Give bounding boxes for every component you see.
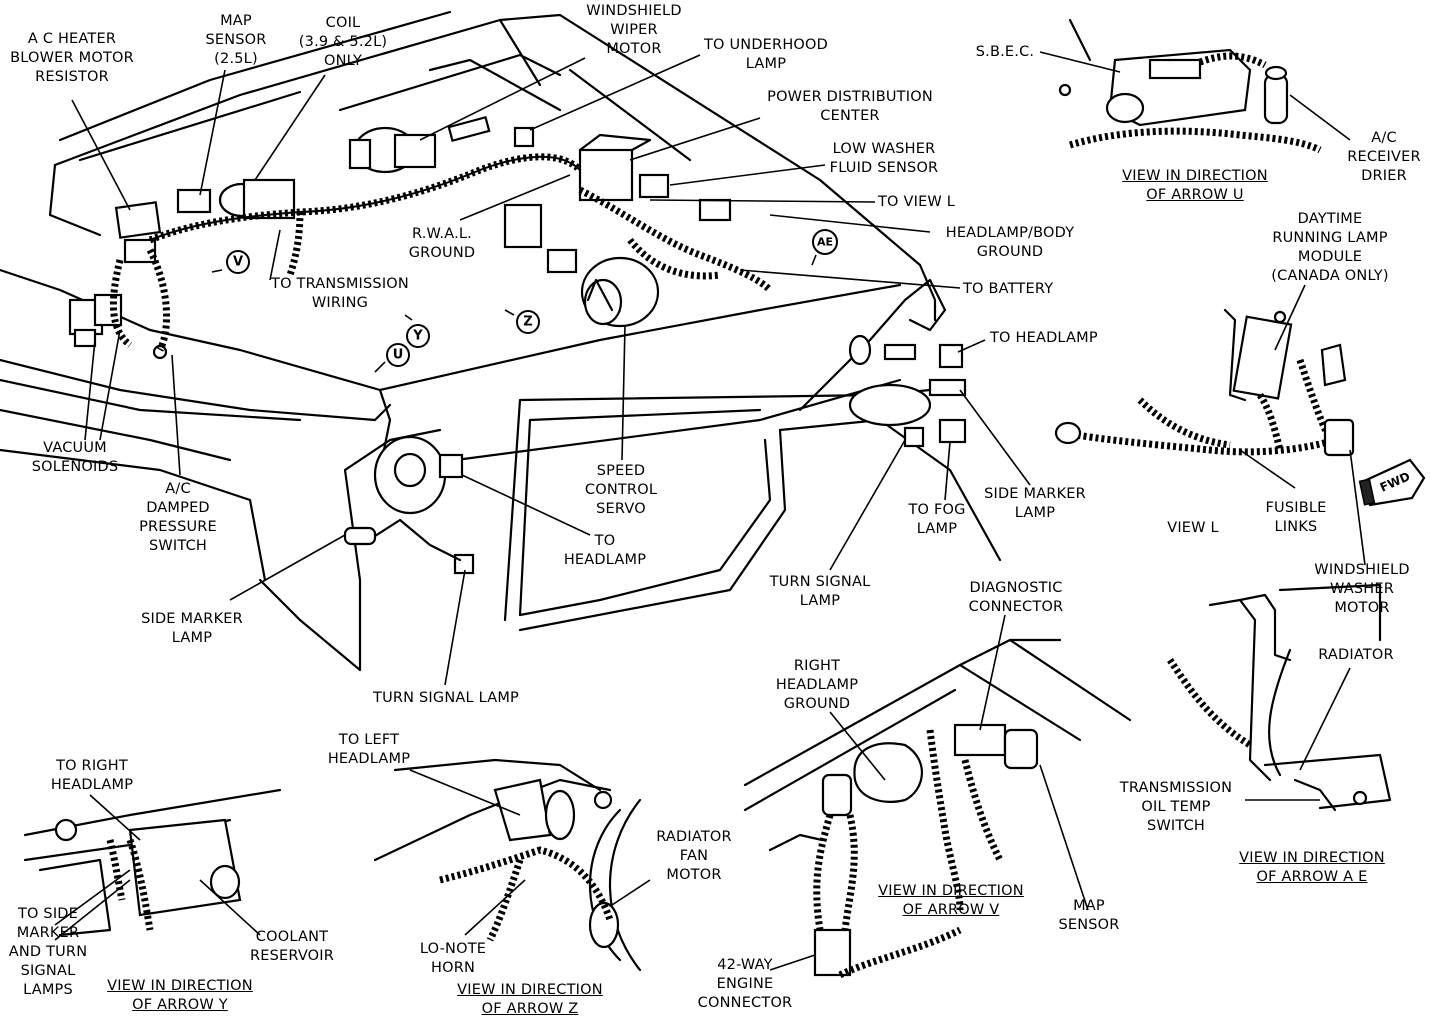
- label-map-sensor-v: MAP SENSOR: [1058, 898, 1120, 933]
- view-direction-tags: V Y U Z AE: [211, 229, 838, 373]
- vehicle-body-outline: [0, 10, 1002, 672]
- label-daytime-running-lamp-module: DAYTIME RUNNING LAMP MODULE (CANADA ONLY…: [1271, 211, 1389, 284]
- view-tag-y: Y: [404, 314, 430, 348]
- label-transmission-oil-temp-switch: TRANSMISSION OIL TEMP SWITCH: [1119, 780, 1233, 834]
- label-to-transmission-wiring: TO TRANSMISSION WIRING: [271, 276, 409, 311]
- label-coolant-reservoir: COOLANT RESERVOIR: [249, 929, 335, 964]
- view-tag-u: U: [374, 343, 410, 373]
- label-to-headlamp-right: TO HEADLAMP: [990, 330, 1098, 346]
- label-to-view-l: TO VIEW L: [878, 194, 956, 210]
- svg-text:AE: AE: [817, 236, 833, 249]
- label-view-arrow-y: VIEW IN DIRECTION OF ARROW Y: [107, 978, 253, 1013]
- view-tag-z: Z: [504, 309, 540, 334]
- inset-view-u: [1039, 18, 1351, 154]
- inset-view-z: [373, 758, 651, 972]
- svg-text:Y: Y: [412, 329, 423, 344]
- label-view-l: VIEW L: [1167, 520, 1219, 536]
- label-to-underhood-lamp: TO UNDERHOOD LAMP: [703, 37, 829, 72]
- label-rwal-ground: R.W.A.L. GROUND: [408, 226, 476, 261]
- label-low-washer-fluid-sensor: LOW WASHER FLUID SENSOR: [829, 141, 939, 176]
- label-windshield-wiper-motor: WINDSHIELD WIPER MOTOR: [586, 3, 682, 57]
- label-ac-receiver-drier: A/C RECEIVER DRIER: [1347, 130, 1421, 184]
- label-diagnostic-connector: DIAGNOSTIC CONNECTOR: [968, 580, 1064, 615]
- view-tag-v: V: [211, 250, 250, 274]
- svg-text:Z: Z: [523, 315, 532, 330]
- inset-view-l: [1054, 284, 1426, 566]
- label-view-arrow-z: VIEW IN DIRECTION OF ARROW Z: [457, 982, 603, 1017]
- svg-text:U: U: [393, 348, 404, 363]
- label-to-left-headlamp: TO LEFT HEADLAMP: [327, 732, 411, 767]
- label-coil: COIL (3.9 & 5.2L) ONLY: [298, 15, 388, 69]
- fwd-badge: FWD: [1378, 469, 1412, 495]
- main-components: [68, 115, 967, 575]
- label-turn-signal-lamp-center: TURN SIGNAL LAMP: [373, 690, 519, 706]
- inset-view-y: [23, 788, 282, 941]
- label-map-sensor-2-5l: MAP SENSOR (2.5L): [205, 13, 267, 67]
- label-radiator-fan-motor: RADIATOR FAN MOTOR: [656, 829, 732, 883]
- label-right-headlamp-ground: RIGHT HEADLAMP GROUND: [775, 658, 859, 712]
- label-to-side-marker-turn-signal: TO SIDE MARKER AND TURN SIGNAL LAMPS: [8, 906, 88, 998]
- label-view-arrow-v: VIEW IN DIRECTION OF ARROW V: [878, 883, 1024, 918]
- label-vacuum-solenoids: VACUUM SOLENOIDS: [31, 440, 119, 475]
- label-42-way-engine-connector: 42-WAY ENGINE CONNECTOR: [697, 957, 793, 1011]
- label-ac-damped-pressure-switch: A/C DAMPED PRESSURE SWITCH: [139, 481, 217, 554]
- label-side-marker-lamp-right: SIDE MARKER LAMP: [984, 486, 1086, 521]
- svg-text:FWD: FWD: [1378, 469, 1412, 495]
- label-windshield-washer-motor: WINDSHIELD WASHER MOTOR: [1314, 562, 1410, 616]
- label-radiator: RADIATOR: [1318, 647, 1394, 663]
- svg-text:V: V: [233, 255, 243, 270]
- label-turn-signal-lamp-right: TURN SIGNAL LAMP: [769, 574, 871, 609]
- label-view-arrow-u: VIEW IN DIRECTION OF ARROW U: [1122, 168, 1268, 203]
- label-to-headlamp-center: TO HEADLAMP: [563, 533, 647, 568]
- label-to-right-headlamp: TO RIGHT HEADLAMP: [50, 758, 134, 793]
- label-to-battery: TO BATTERY: [963, 281, 1054, 297]
- label-ac-heater-resistor: A C HEATER BLOWER MOTOR RESISTOR: [10, 31, 134, 85]
- main-harness: [109, 153, 773, 352]
- label-view-arrow-ae: VIEW IN DIRECTION OF ARROW A E: [1239, 850, 1385, 885]
- label-side-marker-lamp-left: SIDE MARKER LAMP: [141, 611, 243, 646]
- label-sbec: S.B.E.C.: [975, 44, 1035, 60]
- label-to-fog-lamp: TO FOG LAMP: [908, 502, 966, 537]
- label-speed-control-servo: SPEED CONTROL SERVO: [584, 463, 658, 517]
- main-leaders: [71, 54, 1031, 686]
- label-power-distribution-center: POWER DISTRIBUTION CENTER: [767, 89, 933, 124]
- label-fusible-links: FUSIBLE LINKS: [1265, 500, 1327, 535]
- inset-view-ae: [1167, 583, 1392, 812]
- inset-view-v: [743, 614, 1132, 979]
- label-lo-note-horn: LO-NOTE HORN: [419, 941, 487, 976]
- label-headlamp-body-ground: HEADLAMP/BODY GROUND: [945, 225, 1075, 260]
- view-tag-ae: AE: [811, 229, 838, 266]
